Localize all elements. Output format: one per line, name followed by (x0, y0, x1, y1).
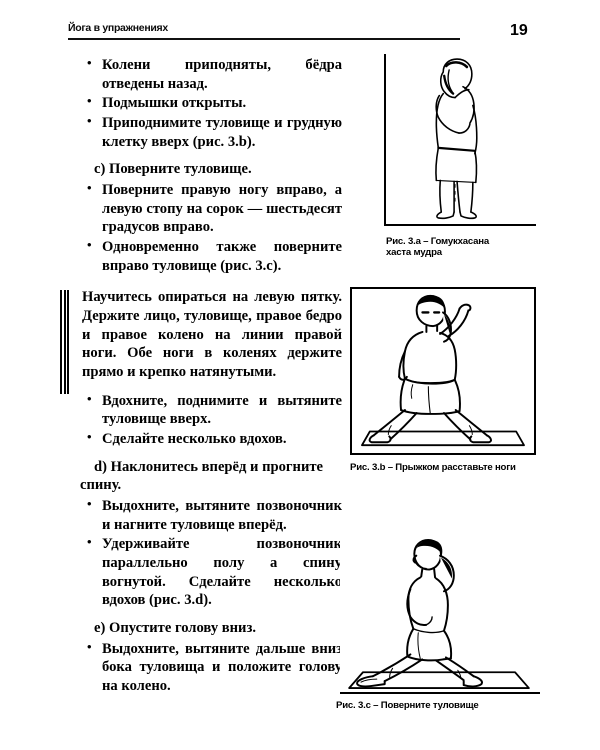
section-heading-c: c) Поверните туловище. (94, 161, 252, 178)
bullet-list-4: Выдохните, вытяните позвоночник и нагнит… (80, 496, 342, 610)
page-number: 19 (510, 22, 528, 39)
list-item: Поверните правую ногу вправо, а левую ст… (80, 180, 342, 237)
figure-3b-caption: Рис. 3.b – Прыжком расставьте ноги (350, 462, 516, 473)
figure-3b (350, 287, 536, 455)
running-header: Йога в упражнениях 19 (68, 22, 538, 48)
list-item: Сделайте несколько вдохов. (80, 429, 342, 449)
list-item: Подмышки открыты. (80, 93, 342, 113)
list-item: Удерживайте позвоночник параллельно полу… (80, 534, 342, 610)
emphasis-body: опираться на левую пятку. Держите лицо, … (82, 289, 342, 381)
emphasis-lead-word: Научитесь (82, 289, 152, 306)
list-item: Выдохните, вытяните позвоночник и нагнит… (80, 496, 342, 534)
figure-3a (384, 54, 536, 226)
figure-3a-frame (384, 54, 536, 226)
section-heading-d: d) Наклонитесь вперёд и прогните спину. (80, 458, 324, 494)
bullet-list-5: Выдохните, вытяните дальше вниз бока тул… (80, 639, 342, 696)
section-heading-e: e) Опустите голову вниз. (94, 620, 256, 637)
emphasis-text: Научитесь опираться на левую пятку. Держ… (82, 289, 342, 380)
standing-figure-arms-behind-head-icon (435, 58, 478, 220)
list-item: Приподнимите туловище и грудную клетку в… (80, 113, 342, 151)
body-text-column: Колени приподняты, бёдра отведены назад.… (60, 55, 342, 697)
side-view-figure-lunge-on-mat-icon (348, 538, 530, 689)
list-item: Выдохните, вытяните дальше вниз бока тул… (80, 639, 342, 696)
header-rule (68, 38, 460, 40)
emphasis-paragraph: Научитесь опираться на левую пятку. Держ… (60, 288, 342, 395)
list-item: Одновременно также поверните вправо туло… (80, 237, 342, 275)
margin-marker-bar (60, 290, 69, 395)
figure-3c-frame (340, 534, 540, 694)
header-title: Йога в упражнениях (68, 22, 168, 34)
figure-3c (340, 534, 540, 694)
figure-3b-frame (350, 287, 536, 455)
figure-3c-caption: Рис. 3.c – Поверните туловище (336, 700, 479, 711)
bullet-list-1: Колени приподняты, бёдра отведены назад.… (80, 55, 342, 151)
figure-3a-caption: Рис. 3.a – Гомукхасана хаста мудра (386, 236, 489, 259)
bullet-list-3: Вдохните, поднимите и вытяните туловище … (80, 391, 342, 449)
bullet-list-2: Поверните правую ногу вправо, а левую ст… (80, 180, 342, 275)
list-item: Вдохните, поднимите и вытяните туловище … (80, 391, 342, 429)
list-item: Колени приподняты, бёдра отведены назад. (80, 55, 342, 93)
standing-figure-legs-wide-on-mat-icon (361, 294, 525, 447)
